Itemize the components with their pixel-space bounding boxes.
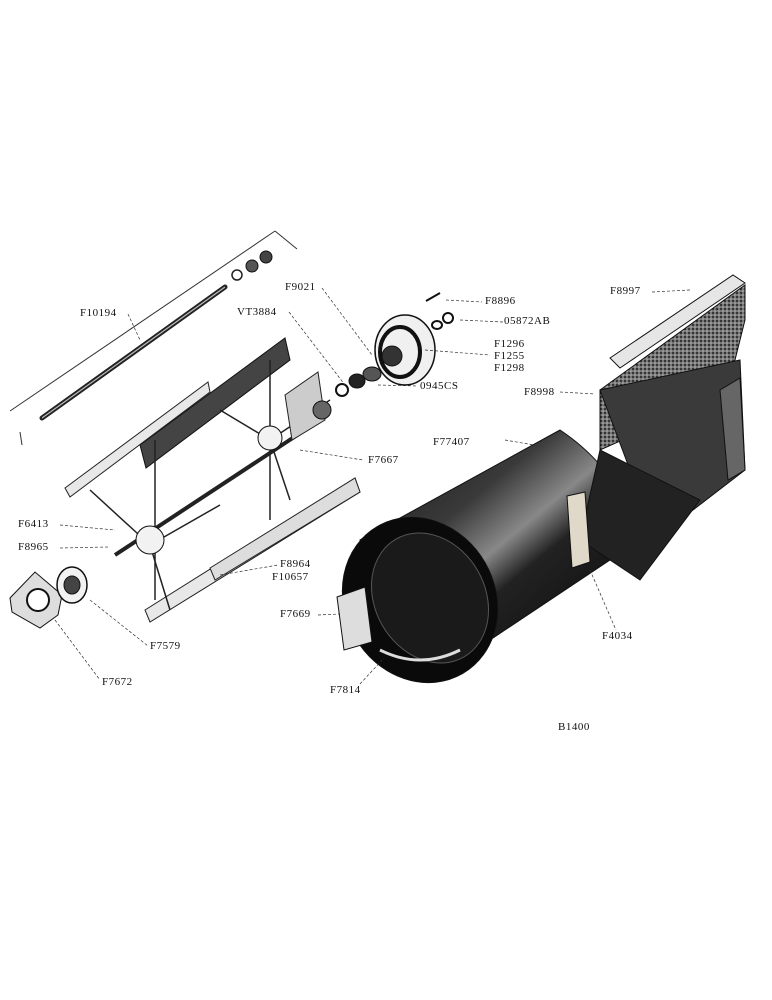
part-label-f7669: F7669 [280, 608, 311, 620]
pulley-group [335, 292, 454, 397]
part-label-f1298: F1298 [494, 362, 525, 374]
bearing-plate [9, 566, 88, 629]
part-label-f4034: F4034 [602, 630, 633, 642]
part-label-f7814: F7814 [330, 684, 361, 696]
part-label-f1255: F1255 [494, 350, 525, 362]
screen-assembly [599, 274, 746, 521]
part-label-f8896: F8896 [485, 295, 516, 307]
part-label-f9021: F9021 [285, 281, 316, 293]
part-label-f8965: F8965 [18, 541, 49, 553]
part-label-f77407: F77407 [433, 436, 470, 448]
part-label-f7672: F7672 [102, 676, 133, 688]
beater-assembly [64, 337, 361, 623]
part-label-vt3884: VT3884 [237, 306, 277, 318]
part-label-f8998: F8998 [524, 386, 555, 398]
part-label-f8964: F8964 [280, 558, 311, 570]
drawing-code: B1400 [558, 721, 590, 733]
part-label-f6413: F6413 [18, 518, 49, 530]
part-label-f7579: F7579 [150, 640, 181, 652]
part-label-f1296: F1296 [494, 338, 525, 350]
part-label-05872ab: 05872AB [504, 315, 551, 327]
shaft-panel [9, 230, 298, 446]
part-label-f10657: F10657 [272, 571, 309, 583]
part-label-f8997: F8997 [610, 285, 641, 297]
part-label-f7667: F7667 [368, 454, 399, 466]
fan-housing [336, 429, 701, 684]
leader-lines [54, 287, 691, 685]
part-label-0945cs: 0945CS [420, 380, 459, 392]
part-label-f10194: F10194 [80, 307, 117, 319]
